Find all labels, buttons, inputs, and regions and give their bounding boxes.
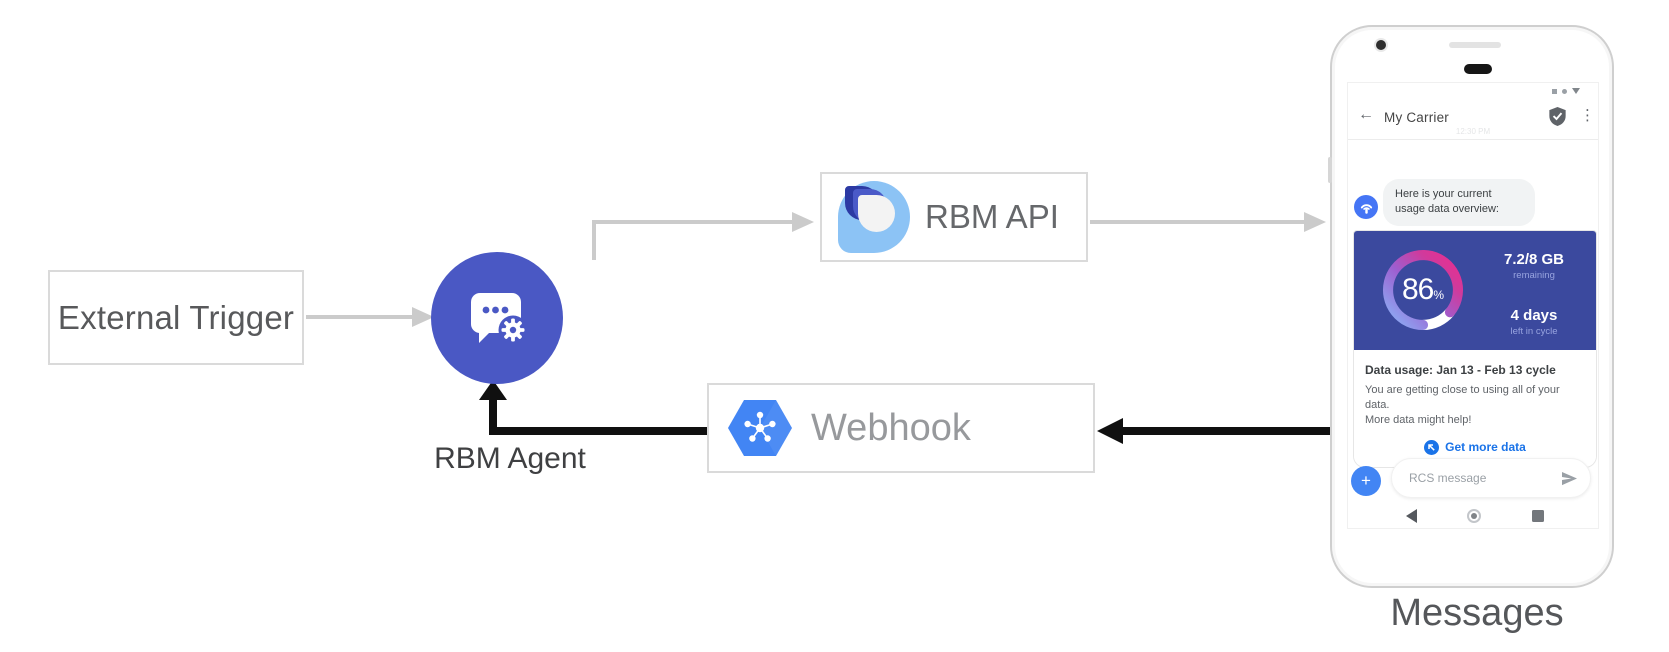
- antenna-icon: [1360, 203, 1372, 214]
- phone-speaker-slot: [1449, 42, 1501, 48]
- status-bar: [1552, 88, 1580, 94]
- arrowhead-webhook-to-agent: [479, 380, 507, 400]
- days-left-value: 4 days: [1510, 307, 1558, 324]
- usage-card-text-line2: More data might help!: [1365, 414, 1472, 427]
- chat-agent-icon: [471, 293, 528, 345]
- arrowhead-agent-to-api: [792, 212, 814, 232]
- webhook-box: Webhook: [707, 383, 1095, 473]
- agent-avatar: [1354, 195, 1378, 219]
- usage-rich-card: 86% 7.2/8 GB remaining 4 days left in cy…: [1353, 230, 1597, 468]
- rbm-api-logo-icon: [838, 181, 910, 253]
- arrowhead-api-to-phone: [1304, 212, 1326, 232]
- usage-card-header: 86% 7.2/8 GB remaining 4 days left in cy…: [1354, 231, 1596, 350]
- usage-card-text-line1: You are getting close to using all of yo…: [1365, 384, 1560, 412]
- status-dot-icon: [1562, 88, 1567, 94]
- phone-camera: [1376, 40, 1386, 50]
- status-square-icon: [1552, 88, 1557, 94]
- header-divider: [1348, 139, 1598, 140]
- get-more-data-label: Get more data: [1445, 440, 1526, 455]
- message-input-pill: [1391, 458, 1591, 498]
- nav-home-button[interactable]: [1467, 509, 1481, 523]
- get-more-data-action[interactable]: Get more data: [1365, 439, 1585, 455]
- overflow-menu-icon[interactable]: ⋮: [1580, 107, 1596, 124]
- gauge-percent: 86: [1401, 273, 1434, 306]
- send-icon[interactable]: [1561, 471, 1578, 486]
- arrow-trigger-to-agent: [306, 315, 412, 319]
- external-trigger-label: External Trigger: [57, 298, 295, 336]
- rcs-message-input[interactable]: [1409, 471, 1549, 485]
- back-arrow-icon[interactable]: ←: [1358, 106, 1374, 123]
- rbm-api-box: RBM API: [820, 172, 1088, 262]
- rbm-agent-label: RBM Agent: [434, 442, 586, 475]
- usage-card-title: Data usage: Jan 13 - Feb 13 cycle: [1365, 363, 1556, 377]
- gauge-percent-sign: %: [1433, 288, 1445, 302]
- line-agent-up: [592, 222, 596, 260]
- gauge-value: 86%: [1377, 244, 1469, 336]
- rbm-agent-node: [431, 252, 563, 384]
- status-triangle-icon: [1572, 88, 1580, 94]
- days-left-caption: left in cycle: [1510, 326, 1558, 337]
- line-webhook-left: [489, 427, 707, 435]
- line-phone-to-webhook: [1121, 427, 1333, 435]
- webhook-label: Webhook: [811, 406, 971, 449]
- phone-side-button: [1328, 157, 1332, 183]
- line-webhook-up: [489, 398, 497, 435]
- pubsub-hexagon-icon: [728, 400, 792, 456]
- chat-bubble: Here is your current usage data overview…: [1383, 179, 1535, 226]
- nav-back-button[interactable]: [1406, 509, 1417, 523]
- phone-earpiece: [1464, 64, 1492, 74]
- line-api-to-phone: [1090, 220, 1306, 224]
- phone-screen: ← My Carrier ⋮ 12:30 PM Here is your cur…: [1347, 82, 1599, 529]
- verified-shield-icon: [1549, 107, 1566, 131]
- rbm-api-label: RBM API: [925, 198, 1059, 235]
- data-remaining-caption: remaining: [1513, 270, 1555, 281]
- arrowhead-phone-to-webhook: [1097, 418, 1123, 444]
- message-timestamp: 12:30 PM: [1455, 127, 1491, 136]
- messages-caption: Messages: [1390, 592, 1564, 634]
- data-remaining-value: 7.2/8 GB: [1503, 251, 1565, 268]
- line-agent-to-api: [592, 220, 792, 224]
- conversation-title: My Carrier: [1384, 110, 1449, 125]
- compose-plus-button[interactable]: +: [1351, 466, 1381, 496]
- get-more-data-icon: [1424, 439, 1440, 455]
- usage-gauge: [1383, 250, 1464, 331]
- phone-mockup: ← My Carrier ⋮ 12:30 PM Here is your cur…: [1328, 25, 1614, 588]
- arrowhead-trigger-to-agent: [412, 307, 434, 327]
- usage-facts: 7.2/8 GB remaining 4 days left in cycle: [1476, 231, 1592, 350]
- external-trigger-box: External Trigger: [48, 270, 304, 365]
- usage-card-body: Data usage: Jan 13 - Feb 13 cycle You ar…: [1354, 350, 1596, 467]
- nav-recents-button[interactable]: [1532, 510, 1544, 522]
